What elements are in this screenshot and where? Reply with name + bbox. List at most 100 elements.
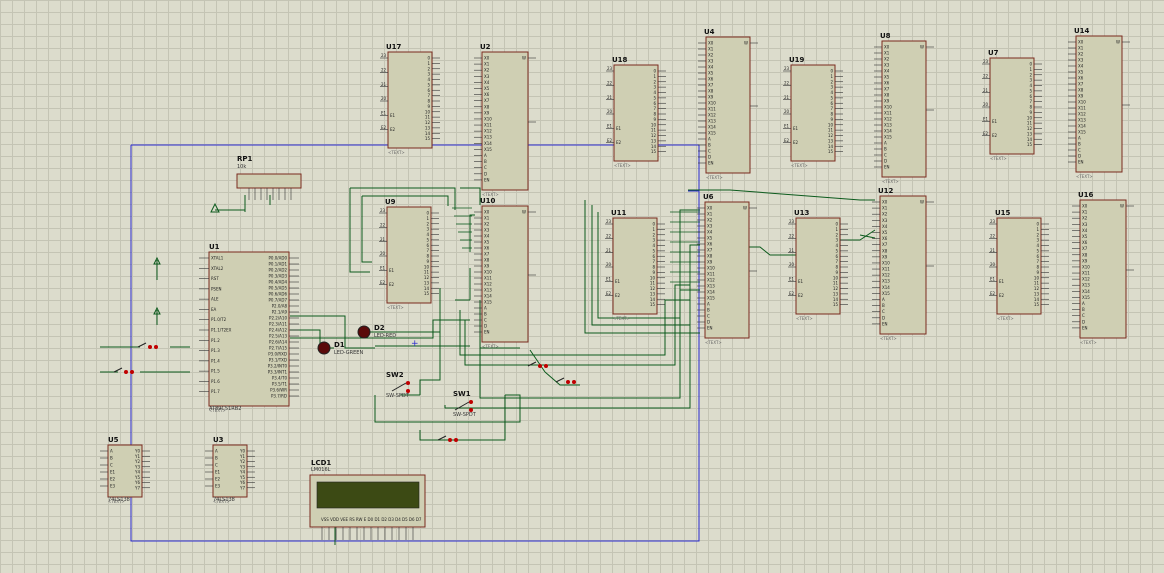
chip-u9[interactable]: U9<TEXT>23222120E1E1E2E20123456789101112…	[379, 198, 439, 310]
button-contact[interactable]	[130, 370, 134, 374]
pin-number: 21	[380, 237, 386, 242]
push-button[interactable]	[555, 377, 576, 384]
chip-body[interactable]	[208, 251, 290, 407]
chip-body[interactable]	[481, 205, 529, 343]
pin-name: X9	[1082, 258, 1088, 263]
pin-name: E2	[110, 477, 116, 482]
switch-contact[interactable]	[406, 389, 410, 393]
button-contact[interactable]	[572, 380, 576, 384]
chip-body[interactable]	[107, 444, 143, 498]
chip-u6[interactable]: U6<TEXT>X0X1X2X3X4X5X6X7X8X9X10X11X12X13…	[697, 193, 757, 345]
pin-name: X15	[484, 300, 492, 305]
button-contact[interactable]	[148, 345, 152, 349]
chip-body[interactable]	[795, 217, 841, 315]
push-button[interactable]	[113, 367, 134, 374]
led-body[interactable]	[357, 325, 371, 339]
chip-u8[interactable]: U8<TEXT>X0X1X2X3X4X5X6X7X8X9X10X11X12X13…	[874, 32, 934, 184]
pin-number: 22	[607, 81, 613, 86]
pin-number: 23	[784, 66, 790, 71]
pin-name: X8	[884, 93, 890, 98]
chip-u1[interactable]: U1<TEXT>AT89C51RB2XTAL1XTAL2RSTPSENALEEA…	[199, 243, 299, 413]
chip-u10[interactable]: U10<TEXT>X0X1X2X3X4X5X6X7X8X9X10X11X12X1…	[474, 197, 536, 349]
chip-u2[interactable]: U2<TEXT>X0X1X2X3X4X5X6X7X8X9X10X11X12X13…	[474, 43, 536, 197]
rp1-body[interactable]	[236, 173, 302, 189]
push-button[interactable]	[137, 342, 158, 349]
chip-body[interactable]	[996, 217, 1042, 315]
pin-name: 8	[830, 112, 833, 117]
pin-name: 15	[425, 136, 431, 141]
button-contact[interactable]	[124, 370, 128, 374]
pin-name: C	[882, 309, 885, 314]
chip-body[interactable]	[1075, 35, 1123, 173]
button-contact[interactable]	[454, 438, 458, 442]
pin-name: P1.6	[211, 379, 220, 384]
pin-number: 23	[380, 208, 386, 213]
pin-name: 7	[830, 106, 833, 111]
chip-reference: U2	[480, 43, 491, 51]
push-button[interactable]	[437, 435, 458, 442]
pin-number: E2	[380, 280, 386, 285]
pin-name: 13	[1034, 291, 1040, 296]
chip-u18[interactable]: U18<TEXT>23222120E1E1E2E2012345678910111…	[606, 56, 666, 168]
button-contact[interactable]	[544, 364, 548, 368]
chip-u14[interactable]: U14<TEXT>X0X1X2X3X4X5X6X7X8X9X10X11X12X1…	[1068, 27, 1130, 179]
chip-body[interactable]	[386, 206, 432, 304]
pin-name: EN	[708, 161, 714, 166]
wire	[349, 188, 370, 273]
pin-number: 20	[606, 262, 612, 267]
chip-u12[interactable]: U12<TEXT>X0X1X2X3X4X5X6X7X8X9X10X11X12X1…	[872, 187, 934, 341]
button-contact[interactable]	[154, 345, 158, 349]
pin-name: P0.3/AD3	[269, 274, 288, 279]
pin-number: 23	[607, 66, 613, 71]
chip-body[interactable]	[705, 36, 751, 174]
chip-body[interactable]	[613, 64, 659, 162]
switch-contact[interactable]	[469, 400, 473, 404]
chip-body[interactable]	[790, 64, 836, 162]
pin-name: 11	[650, 281, 656, 286]
switch-contact[interactable]	[469, 408, 473, 412]
pin-name: 2	[652, 232, 655, 237]
pin-name: X6	[882, 236, 888, 241]
chip-body[interactable]	[612, 217, 658, 315]
chip-u16[interactable]: U16<TEXT>X0X1X2X3X4X5X6X7X8X9X10X11X12X1…	[1072, 191, 1134, 345]
chip-u13[interactable]: U13<TEXT>23222120E1E1E2E2012345678910111…	[788, 209, 848, 321]
chip-body[interactable]	[387, 51, 433, 149]
chip-body[interactable]	[481, 51, 529, 191]
chip-u4[interactable]: U4<TEXT>X0X1X2X3X4X5X6X7X8X9X10X11X12X13…	[698, 28, 758, 180]
chip-u11[interactable]: U11<TEXT>23222120E1E1E2E2012345678910111…	[605, 209, 665, 321]
pin-name: 0	[427, 56, 430, 61]
button-contact[interactable]	[566, 380, 570, 384]
chip-body[interactable]	[881, 40, 927, 178]
pin-name: EN	[1082, 325, 1088, 330]
pin-name: 8	[426, 254, 429, 259]
switch-contact[interactable]	[406, 381, 410, 385]
chip-body[interactable]	[879, 195, 927, 335]
chip-u19[interactable]: U19<TEXT>23222120E1E1E2E2012345678910111…	[783, 56, 843, 168]
pin-name: X13	[708, 119, 716, 124]
pin-name: XTAL1	[211, 256, 224, 261]
chip-u7[interactable]: U7<TEXT>23222120E1E1E2E20123456789101112…	[982, 49, 1042, 161]
chip-body[interactable]	[704, 201, 750, 339]
button-contact[interactable]	[538, 364, 542, 368]
pin-number: 23	[983, 59, 989, 64]
chip-body[interactable]	[1079, 199, 1127, 339]
chip-u17[interactable]: U17<TEXT>23222120E1E1E2E2012345678910111…	[380, 43, 440, 155]
chip-body[interactable]	[212, 444, 248, 498]
button-contact[interactable]	[448, 438, 452, 442]
led-body[interactable]	[317, 341, 331, 355]
pin-name: X13	[484, 288, 492, 293]
chip-u15[interactable]: U15<TEXT>23222120E1E1E2E2012345678910111…	[989, 209, 1049, 321]
chip-body[interactable]	[989, 57, 1035, 155]
push-button[interactable]	[527, 361, 548, 368]
pin-name: X11	[882, 267, 890, 272]
